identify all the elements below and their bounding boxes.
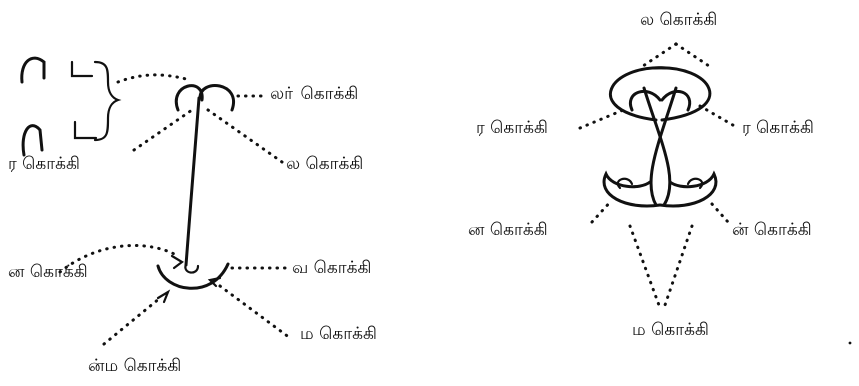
label-na-hook-left: ன கொக்கி (8, 262, 88, 282)
label-nma-hook: ன்ம கொக்கி (88, 356, 182, 376)
brace (93, 60, 122, 142)
label-ma-hook-left: ம கொக்கி (300, 324, 377, 344)
inner-curl-right (660, 89, 692, 112)
left-letter-figure (156, 84, 236, 290)
lower-loop-left (602, 170, 662, 208)
outer-arc-right (652, 66, 712, 122)
label-na-hook-right: ன கொக்கி (468, 220, 548, 240)
label-la-hook-left: ல கொக்கி (286, 154, 364, 174)
top-right-hook (198, 84, 236, 112)
label-va-hook: வ கொக்கி (292, 258, 372, 278)
outer-arc-left (608, 66, 668, 122)
label-lar-hook: லா் கொக்கி (270, 84, 359, 104)
label-ra-hook-left: ர கொக்கி (8, 154, 80, 174)
bottom-hook (156, 262, 230, 290)
arrow-heads (156, 254, 222, 304)
reference-glyphs (20, 56, 98, 157)
label-la-hook-right: ல கொக்கி (640, 10, 718, 30)
right-letter-figure (602, 66, 718, 208)
stray-dot (848, 341, 852, 345)
stem (184, 96, 201, 267)
lower-loop-right (658, 170, 718, 208)
left-leader-lines (58, 73, 292, 346)
label-ma-hook-right: ம கொக்கி (632, 320, 709, 340)
inner-curl-left (628, 89, 662, 112)
right-leader-lines (578, 42, 740, 310)
label-ra-hook-right-2: ர கொக்கி (742, 118, 814, 138)
label-ra-hook-right-1: ர கொக்கி (476, 118, 548, 138)
cross-stroke-b (649, 86, 678, 207)
label-n-hook-right: ன் கொக்கி (732, 220, 812, 240)
cross-stroke-a (642, 86, 672, 207)
